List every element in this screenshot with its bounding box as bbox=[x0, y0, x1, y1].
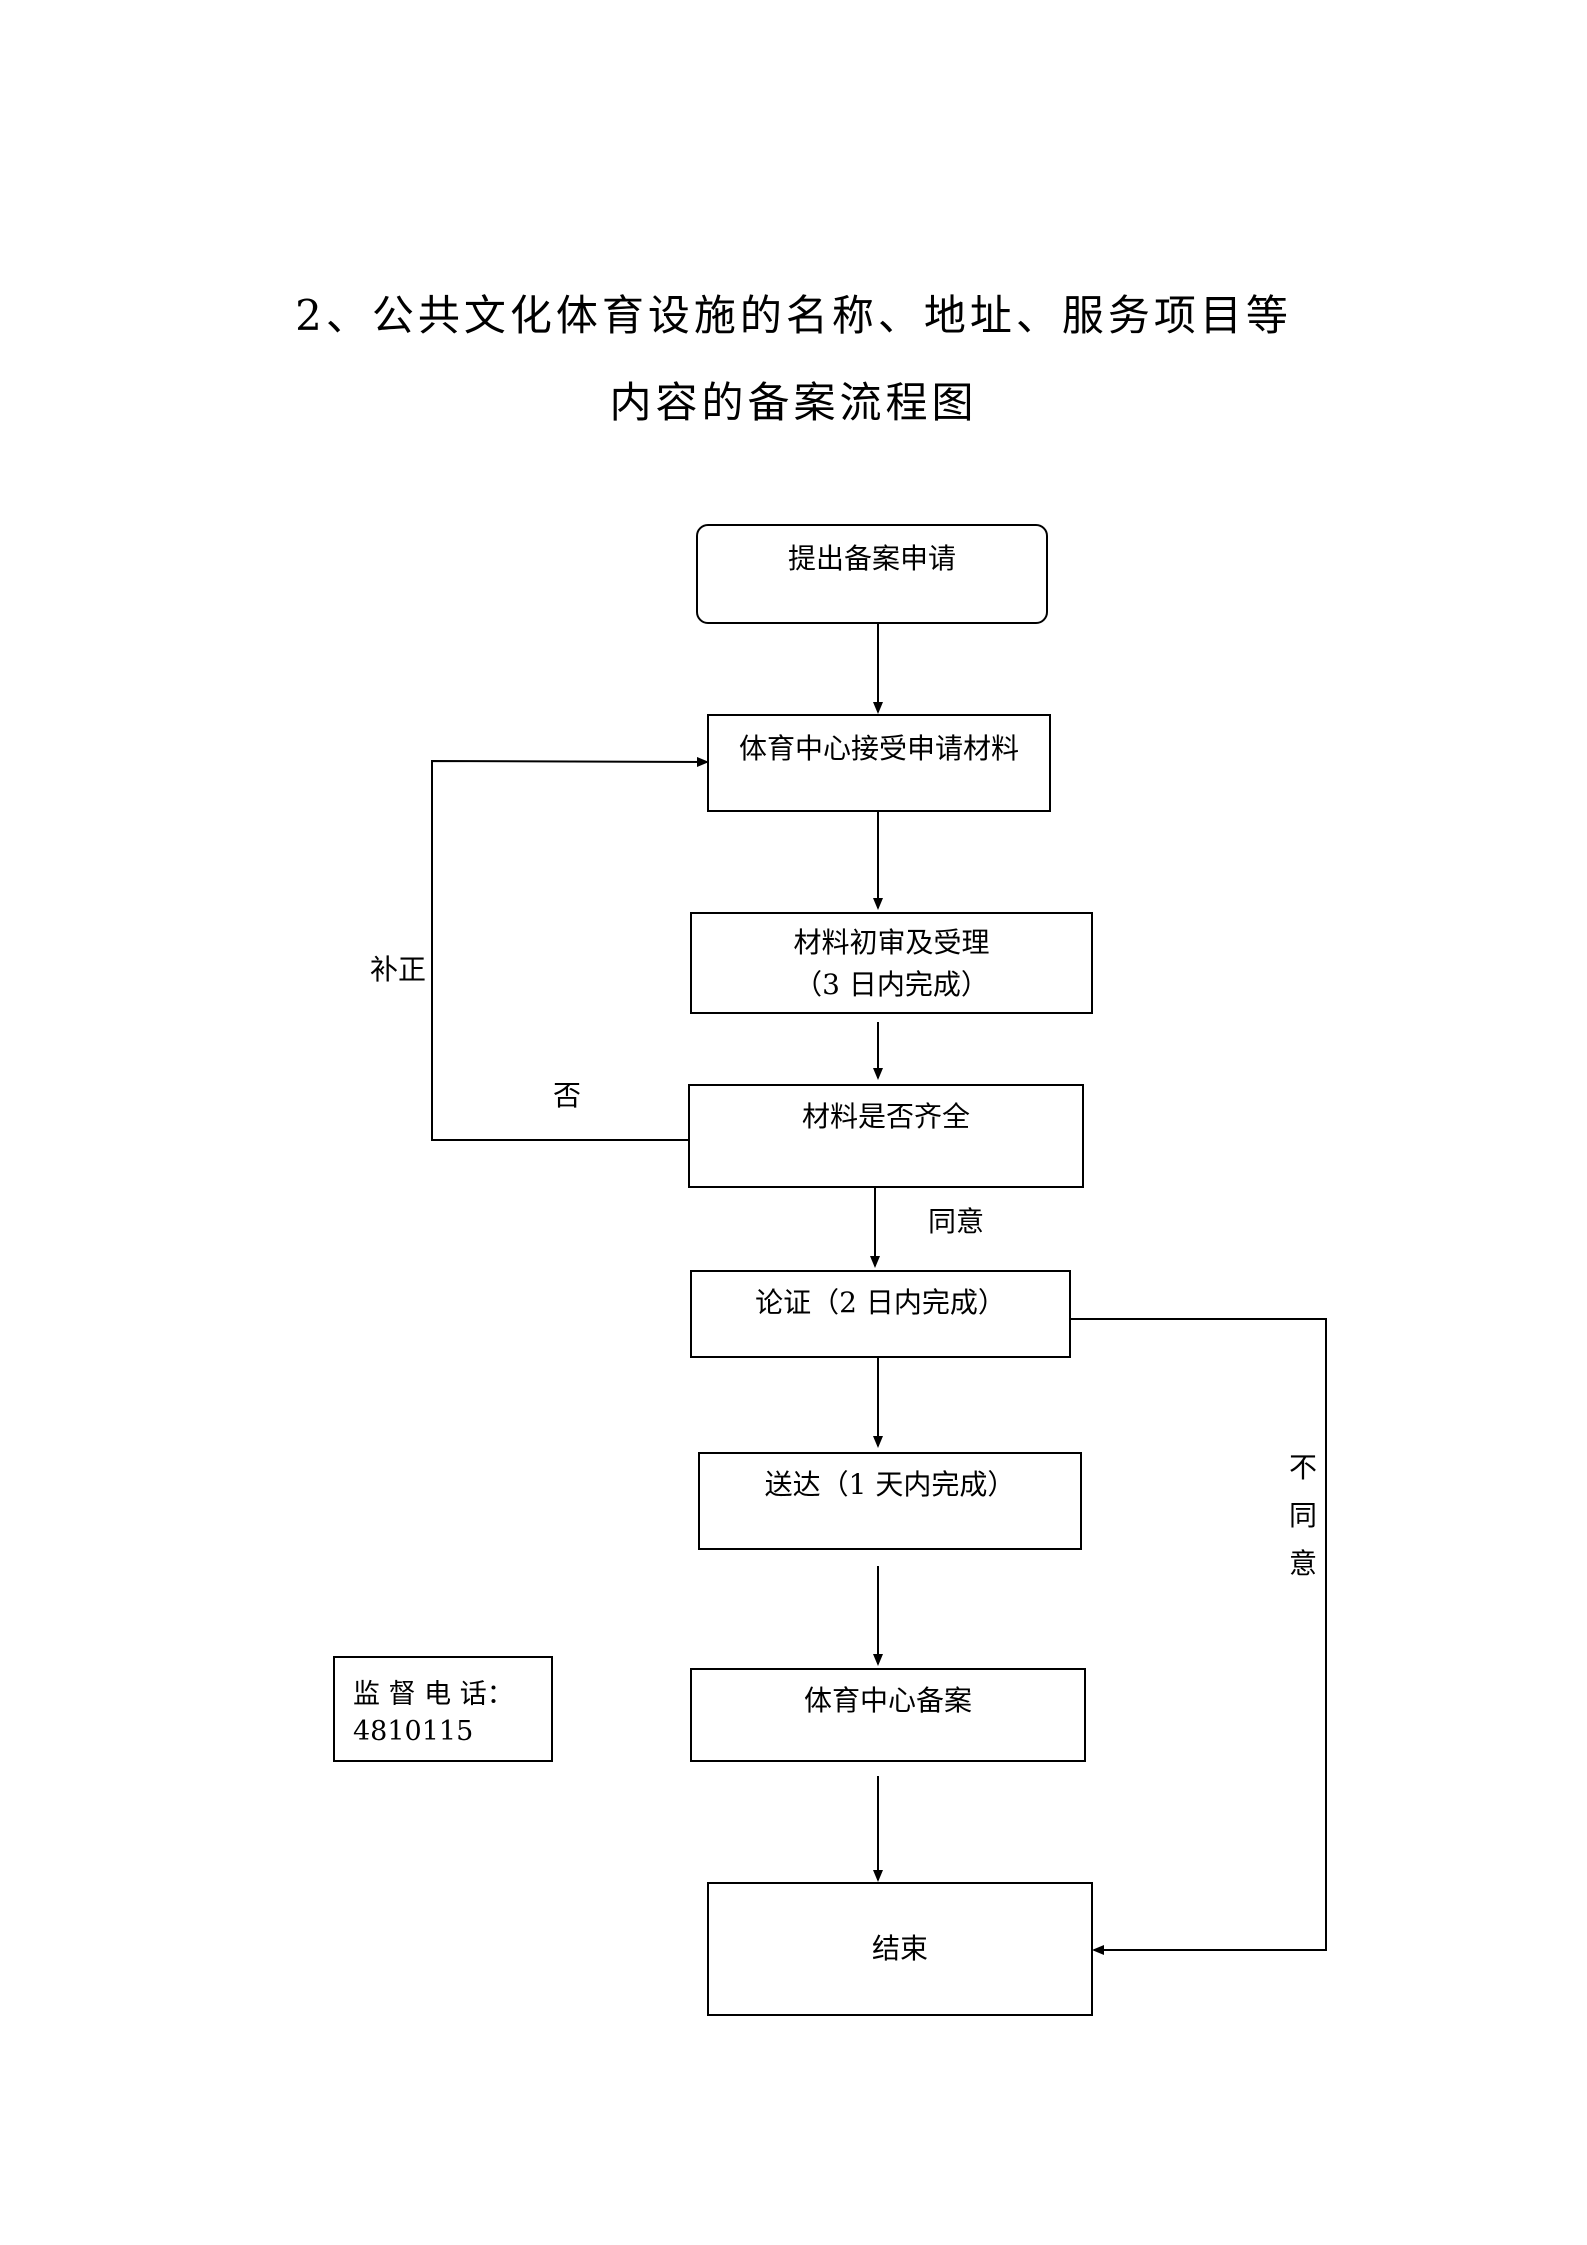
step-review-note: （3 日内完成） bbox=[794, 968, 989, 1001]
arrow-disagree-loop bbox=[1071, 1318, 1327, 1955]
page-subtitle: 内容的备案流程图 bbox=[609, 378, 978, 427]
label-disagree: 不 同 意 bbox=[1288, 1444, 1318, 1588]
supervision-phone-box: 监 督 电 话： 4810115 bbox=[333, 1656, 553, 1762]
step-materials-complete-check: 材料是否齐全 bbox=[688, 1084, 1084, 1188]
step-end: 结束 bbox=[707, 1882, 1093, 2016]
step-check-label: 材料是否齐全 bbox=[801, 1100, 970, 1133]
supervision-phone-number: 4810115 bbox=[353, 1716, 474, 1747]
step-deliver-label: 送达（1 天内完成） bbox=[764, 1468, 1016, 1501]
label-agree: 同意 bbox=[928, 1205, 985, 1238]
step-receive-label: 体育中心接受申请材料 bbox=[738, 732, 1019, 765]
page-title: 2、公共文化体育设施的名称、地址、服务项目等 bbox=[295, 291, 1292, 340]
step-delivery: 送达（1 天内完成） bbox=[698, 1452, 1082, 1550]
label-disagree-char-1: 不 bbox=[1288, 1451, 1317, 1484]
step-preliminary-review: 材料初审及受理 （3 日内完成） bbox=[690, 912, 1093, 1014]
step-receive-materials: 体育中心接受申请材料 bbox=[707, 714, 1051, 812]
supervision-phone-label: 监 督 电 话： bbox=[353, 1679, 514, 1710]
step-submit-application: 提出备案申请 bbox=[696, 524, 1048, 624]
label-disagree-char-3: 意 bbox=[1288, 1547, 1317, 1580]
step-center-record: 体育中心备案 bbox=[690, 1668, 1086, 1762]
label-disagree-char-2: 同 bbox=[1288, 1499, 1317, 1532]
step-submit-label: 提出备案申请 bbox=[787, 542, 956, 575]
step-demonstration: 论证（2 日内完成） bbox=[690, 1270, 1071, 1358]
label-supplement: 补正 bbox=[370, 953, 427, 986]
step-end-label: 结束 bbox=[871, 1932, 928, 1965]
step-review-label: 材料初审及受理 bbox=[793, 926, 990, 959]
label-no: 否 bbox=[553, 1079, 582, 1112]
step-demonstrate-label: 论证（2 日内完成） bbox=[755, 1286, 1006, 1319]
step-record-label: 体育中心备案 bbox=[803, 1684, 972, 1717]
arrow-supplement-loop bbox=[431, 756, 709, 1141]
